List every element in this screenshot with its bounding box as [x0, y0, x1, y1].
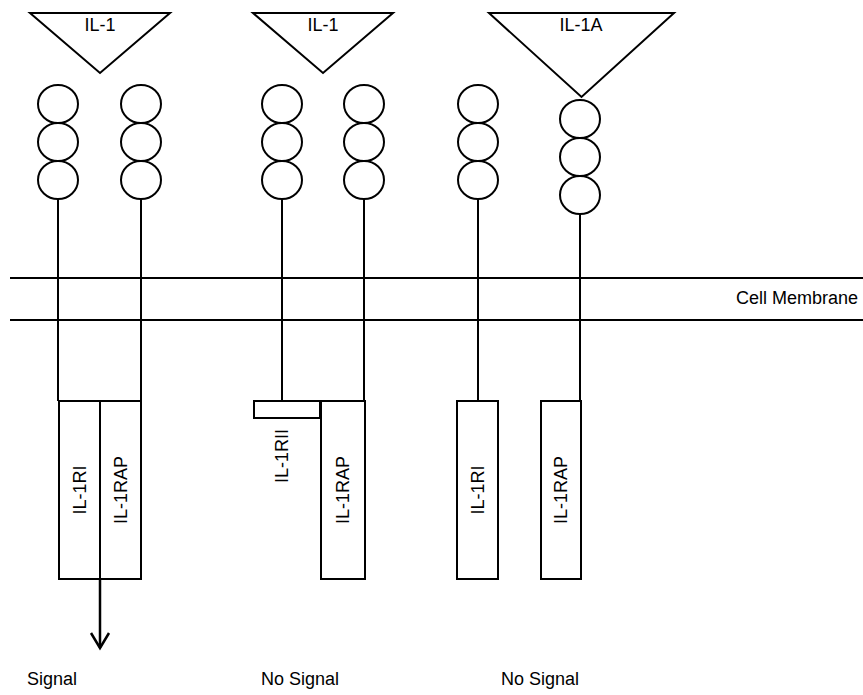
receptor-chain: [363, 199, 365, 401]
receptor-chain: [579, 214, 581, 401]
receptor-chain: [57, 199, 59, 401]
domain-circle: [560, 100, 600, 138]
triangle-shape: [253, 13, 393, 73]
domain-circle: [262, 85, 302, 123]
node-text: IL-1RAP: [551, 456, 571, 524]
ligand-triangle: IL-1: [252, 12, 394, 74]
node-text: IL-1RAP: [111, 456, 131, 524]
node-text: IL-1: [287, 12, 359, 35]
domain-circle: [38, 85, 78, 123]
domain-circle: [344, 123, 384, 161]
domain-circle: [458, 123, 498, 161]
receptor-chain: [140, 199, 142, 401]
domain-circle: [262, 123, 302, 161]
domain-circle: [560, 138, 600, 176]
triangle-shape: [30, 13, 170, 73]
receptor-box: IL-1RAP: [99, 400, 142, 580]
receptor-chain: [477, 199, 479, 401]
node-text: IL-1: [64, 12, 136, 35]
triangle-shape: [489, 13, 674, 97]
receptor-chain: [281, 199, 283, 401]
domain-circle: [560, 176, 600, 214]
domain-circle: [344, 161, 384, 199]
domain-circle: [121, 123, 161, 161]
arrow-head: [91, 633, 109, 648]
domain-circle: [38, 161, 78, 199]
domain-circle: [121, 161, 161, 199]
outcome-label: No Signal: [501, 668, 579, 690]
signal-arrow: [99, 578, 102, 648]
domain-circle: [344, 85, 384, 123]
node-text: IL-1RII: [272, 429, 292, 483]
outcome-label: No Signal: [261, 668, 339, 690]
node-text: IL-1A: [521, 12, 641, 35]
ligand-triangle: IL-1: [29, 12, 171, 74]
receptor-box: IL-1RI: [456, 400, 499, 580]
antagonist-triangle: IL-1A: [488, 12, 675, 98]
node-text: IL-1RI: [70, 465, 90, 514]
domain-circle: [38, 123, 78, 161]
domain-circle: [262, 161, 302, 199]
membrane-line: [10, 319, 863, 321]
domain-circle: [121, 85, 161, 123]
domain-circle: [458, 85, 498, 123]
node-text: IL-1RAP: [333, 456, 353, 524]
membrane-label: Cell Membrane: [736, 287, 858, 309]
node-text: IL-1RI: [468, 465, 488, 514]
membrane-line: [10, 277, 863, 279]
receptor-box: IL-1RI: [58, 400, 101, 580]
decoy-receptor-stub: IL-1RII: [253, 400, 321, 419]
domain-circle: [458, 161, 498, 199]
outcome-label: Signal: [27, 668, 77, 690]
receptor-box: IL-1RAP: [320, 400, 366, 580]
receptor-box: IL-1RAP: [540, 400, 582, 580]
